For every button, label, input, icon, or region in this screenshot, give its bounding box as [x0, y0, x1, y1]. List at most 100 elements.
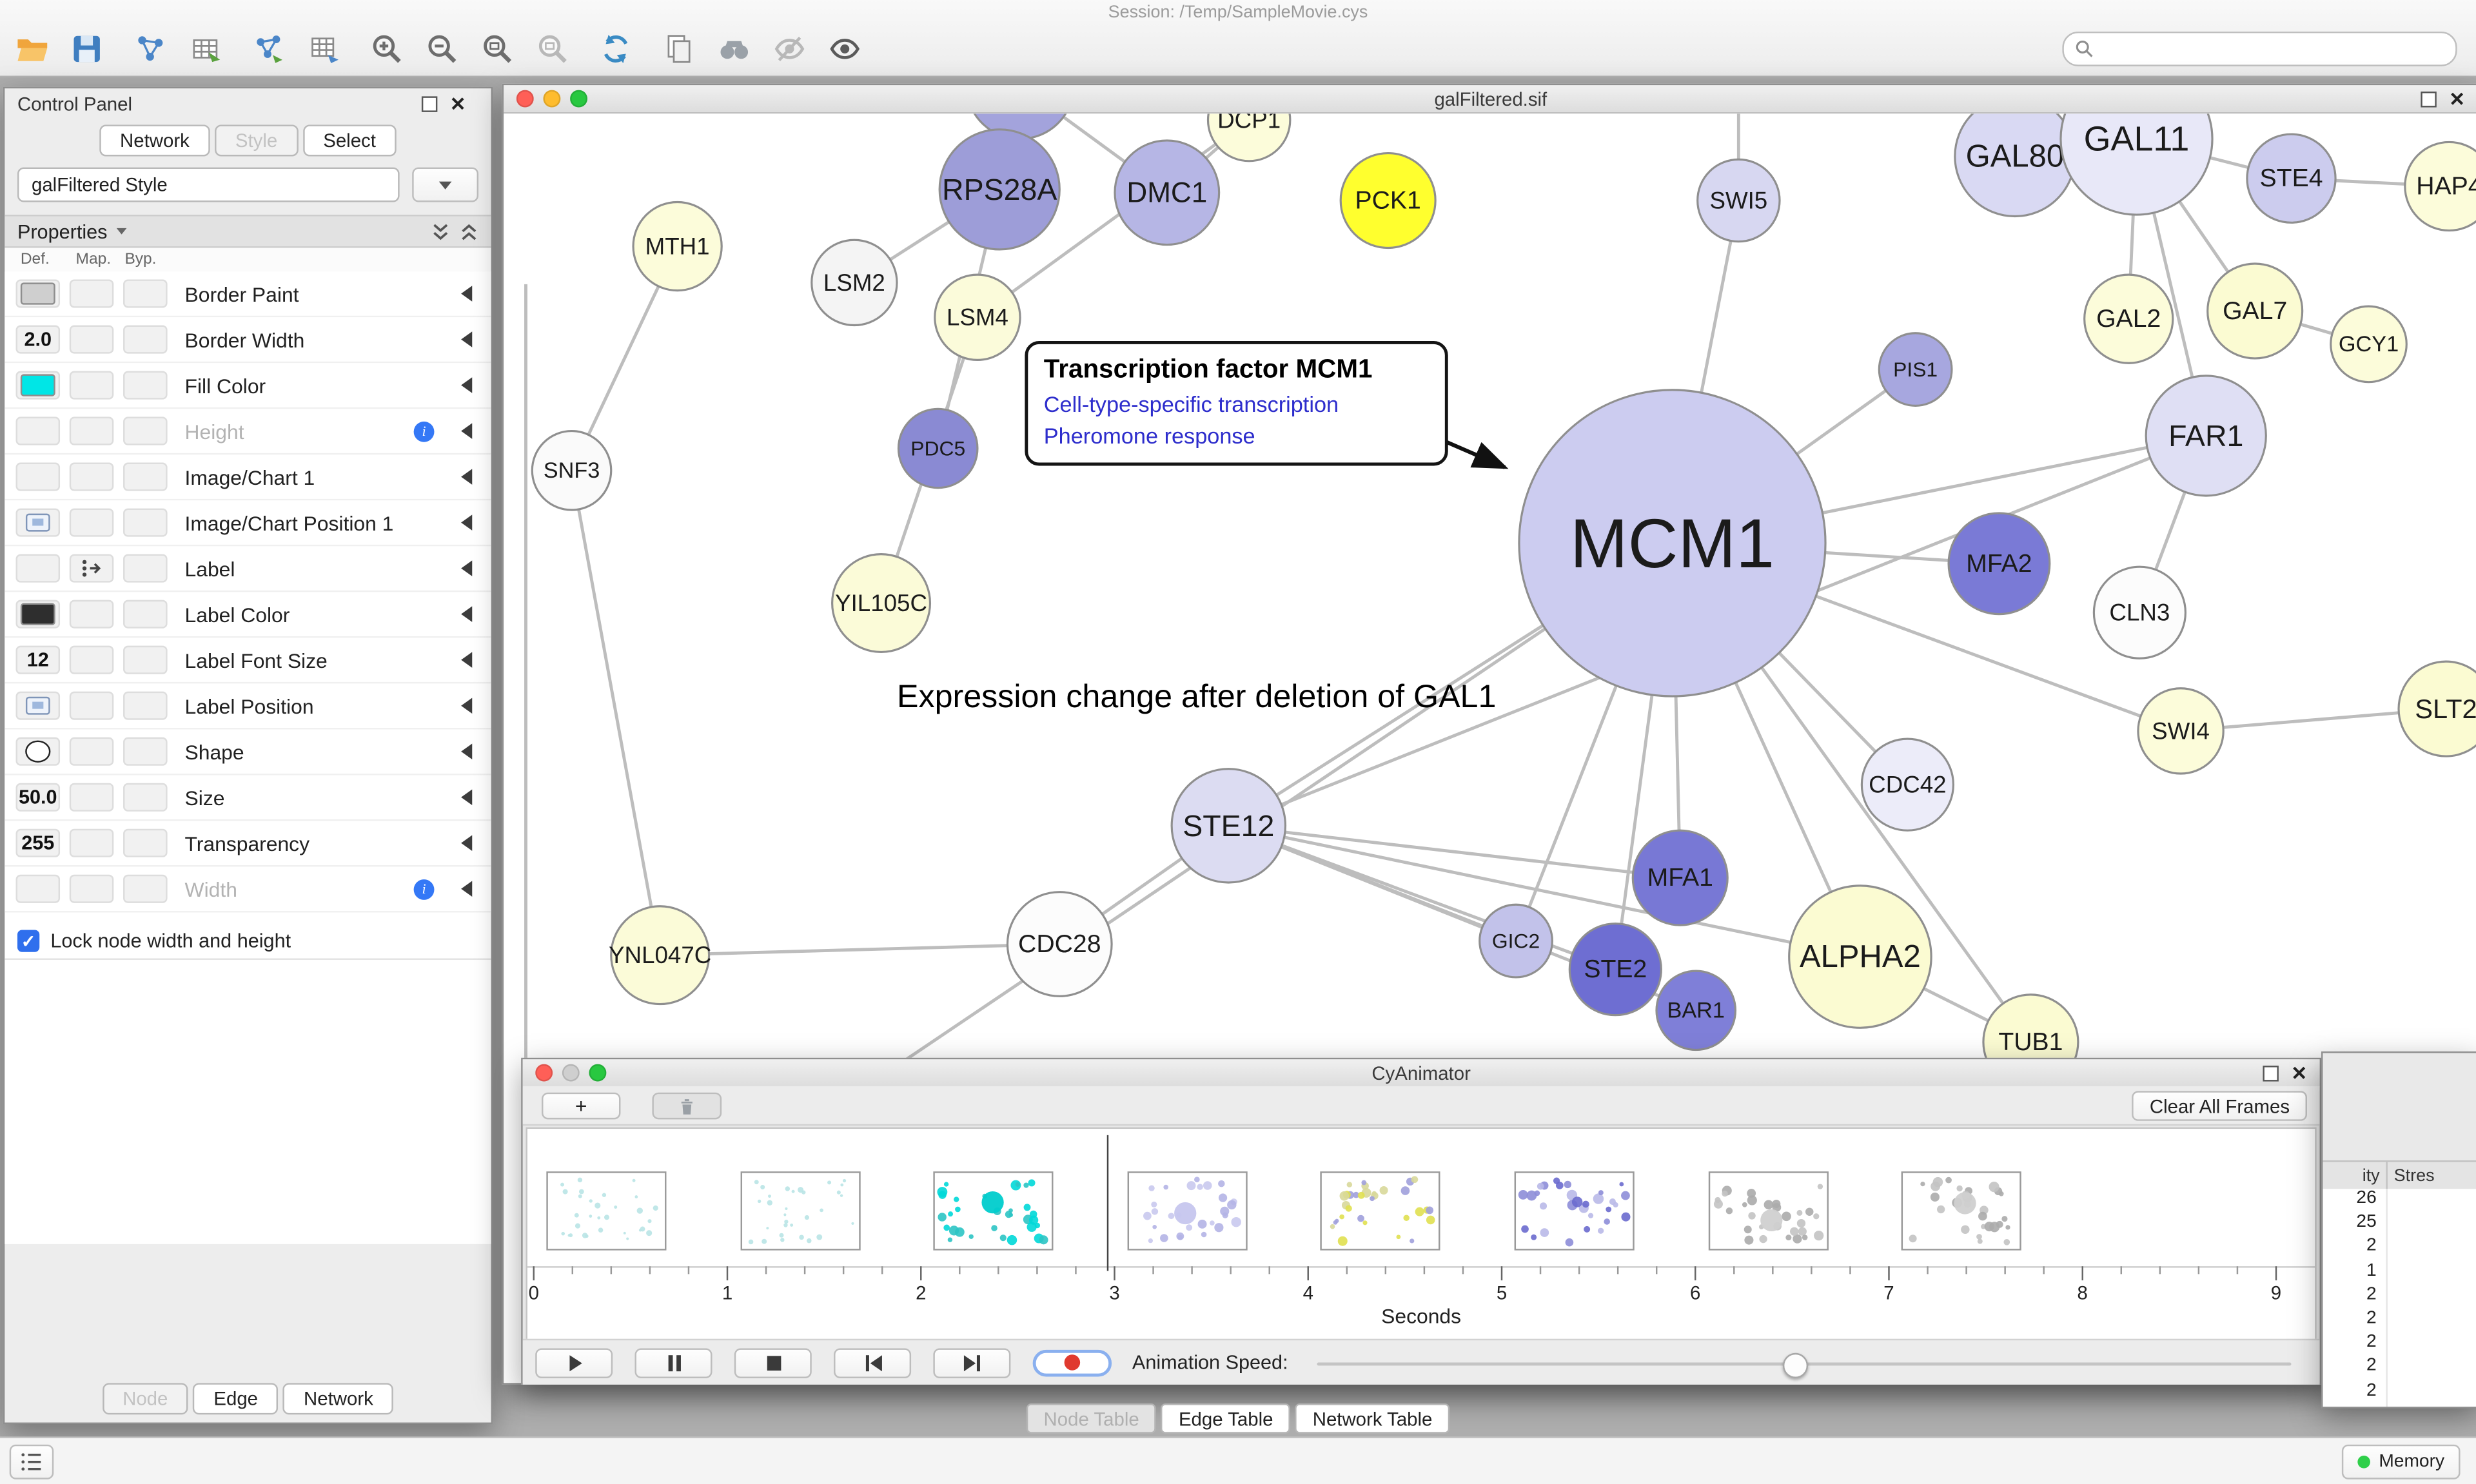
network-node[interactable]: SLT2 [2397, 660, 2476, 757]
property-value-cell[interactable] [123, 691, 168, 720]
network-node[interactable]: GAL2 [2083, 273, 2174, 364]
hide-selected-icon[interactable] [771, 30, 809, 68]
style-property-row[interactable]: Image/Chart Position 1 [5, 500, 491, 547]
zoom-in-icon[interactable] [368, 30, 406, 68]
property-value-cell[interactable]: 50.0 [15, 783, 61, 812]
lock-size-row[interactable]: ✓ Lock node width and height [5, 912, 491, 960]
network-node[interactable]: MFA2 [1947, 512, 2051, 616]
network-node[interactable]: LSM4 [934, 273, 1021, 361]
network-node[interactable]: YIL105C [831, 553, 932, 654]
refresh-layout-icon[interactable] [597, 30, 635, 68]
network-node[interactable]: GAL11 [2059, 113, 2214, 216]
property-value-cell[interactable] [69, 691, 114, 720]
property-value-cell[interactable] [69, 737, 114, 766]
property-value-cell[interactable] [15, 279, 61, 308]
style-property-row[interactable]: Label Color [5, 592, 491, 638]
style-options-button[interactable] [412, 167, 479, 202]
record-button[interactable] [1032, 1349, 1112, 1376]
network-node[interactable]: DMC1 [1114, 139, 1221, 246]
expand-property-icon[interactable] [461, 652, 473, 668]
table-cell[interactable]: 26 [2356, 1189, 2377, 1208]
minimize-button[interactable] [543, 90, 561, 108]
close-panel-icon[interactable]: ✕ [449, 93, 466, 115]
property-value-cell[interactable] [15, 462, 61, 491]
property-value-cell[interactable] [69, 508, 114, 537]
style-property-row[interactable]: Shape [5, 729, 491, 776]
float-panel-icon[interactable] [421, 96, 438, 112]
tab-style[interactable]: Style [215, 124, 299, 157]
open-session-icon[interactable] [13, 30, 51, 68]
tab-network-table[interactable]: Network Table [1295, 1403, 1450, 1434]
network-node[interactable]: MFA1 [1631, 829, 1729, 926]
float-window-icon[interactable] [2421, 90, 2437, 107]
property-value-cell[interactable] [123, 325, 168, 354]
property-value-cell[interactable] [69, 874, 114, 903]
network-node[interactable]: CDC42 [1860, 737, 1955, 832]
tab-node-table[interactable]: Node Table [1026, 1403, 1157, 1434]
network-node[interactable]: CDC28 [1006, 891, 1113, 997]
property-value-cell[interactable] [123, 554, 168, 583]
network-node[interactable]: ALPHA2 [1788, 884, 1932, 1029]
property-value-cell[interactable]: 2.0 [15, 325, 61, 354]
frame-thumbnail[interactable] [1127, 1171, 1248, 1251]
style-property-row[interactable]: Border Paint [5, 271, 491, 318]
expand-property-icon[interactable] [461, 286, 473, 302]
property-value-cell[interactable] [15, 508, 61, 537]
timeline-playhead[interactable] [1106, 1135, 1108, 1271]
network-node[interactable]: FAR1 [2145, 375, 2267, 497]
property-value-cell[interactable] [123, 416, 168, 445]
network-node[interactable]: BAR1 [1655, 970, 1737, 1051]
network-node[interactable]: SWI4 [2137, 687, 2225, 775]
table-cell[interactable]: 2 [2366, 1309, 2377, 1328]
network-node[interactable]: HAP4 [2404, 141, 2476, 232]
tab-node[interactable]: Node [102, 1383, 189, 1415]
show-all-icon[interactable] [826, 30, 864, 68]
export-table-icon[interactable] [305, 30, 343, 68]
zoom-button[interactable] [589, 1064, 607, 1082]
float-window-icon[interactable] [2263, 1064, 2279, 1081]
property-value-cell[interactable] [15, 600, 61, 629]
property-value-cell[interactable] [69, 554, 114, 583]
network-node[interactable]: GAL80 [1954, 113, 2076, 218]
table-cell[interactable]: 2 [2366, 1236, 2377, 1256]
property-value-cell[interactable] [69, 828, 114, 857]
tab-network-style[interactable]: Network [283, 1383, 394, 1415]
property-value-cell[interactable] [69, 325, 114, 354]
table-mode-button[interactable] [9, 1443, 54, 1479]
export-network-icon[interactable] [250, 30, 288, 68]
search-input[interactable] [2101, 36, 2445, 62]
property-value-cell[interactable] [69, 783, 114, 812]
expand-property-icon[interactable] [461, 514, 473, 531]
expand-property-icon[interactable] [461, 469, 473, 485]
property-value-cell[interactable] [69, 371, 114, 400]
checkbox-checked-icon[interactable]: ✓ [17, 930, 40, 952]
property-value-cell[interactable] [123, 279, 168, 308]
property-value-cell[interactable] [15, 416, 61, 445]
tab-select[interactable]: Select [302, 124, 397, 157]
style-property-row[interactable]: Fill Color [5, 363, 491, 409]
stop-button[interactable] [734, 1347, 812, 1378]
expand-property-icon[interactable] [461, 835, 473, 852]
column-header[interactable]: ity [2362, 1166, 2380, 1185]
close-window-icon[interactable]: ✕ [2449, 87, 2465, 110]
import-table-icon[interactable] [186, 30, 224, 68]
properties-header[interactable]: Properties [5, 215, 491, 248]
network-node[interactable]: MCM1 [1518, 389, 1827, 698]
property-value-cell[interactable] [123, 737, 168, 766]
style-property-row[interactable]: Label Position [5, 683, 491, 730]
network-node[interactable]: PDC5 [897, 407, 979, 489]
frame-thumbnail[interactable] [933, 1171, 1054, 1251]
network-node[interactable]: MTH1 [632, 200, 723, 292]
network-node[interactable]: GAL7 [2206, 262, 2304, 360]
property-value-cell[interactable]: 12 [15, 645, 61, 674]
expand-property-icon[interactable] [461, 560, 473, 576]
network-node[interactable]: LSM2 [811, 239, 898, 327]
network-node[interactable]: STE12 [1170, 768, 1287, 884]
style-property-row[interactable]: Label [5, 546, 491, 592]
close-button[interactable] [516, 90, 534, 108]
frame-thumbnail[interactable] [1707, 1171, 1828, 1251]
save-session-icon[interactable] [68, 30, 106, 68]
property-value-cell[interactable] [123, 783, 168, 812]
